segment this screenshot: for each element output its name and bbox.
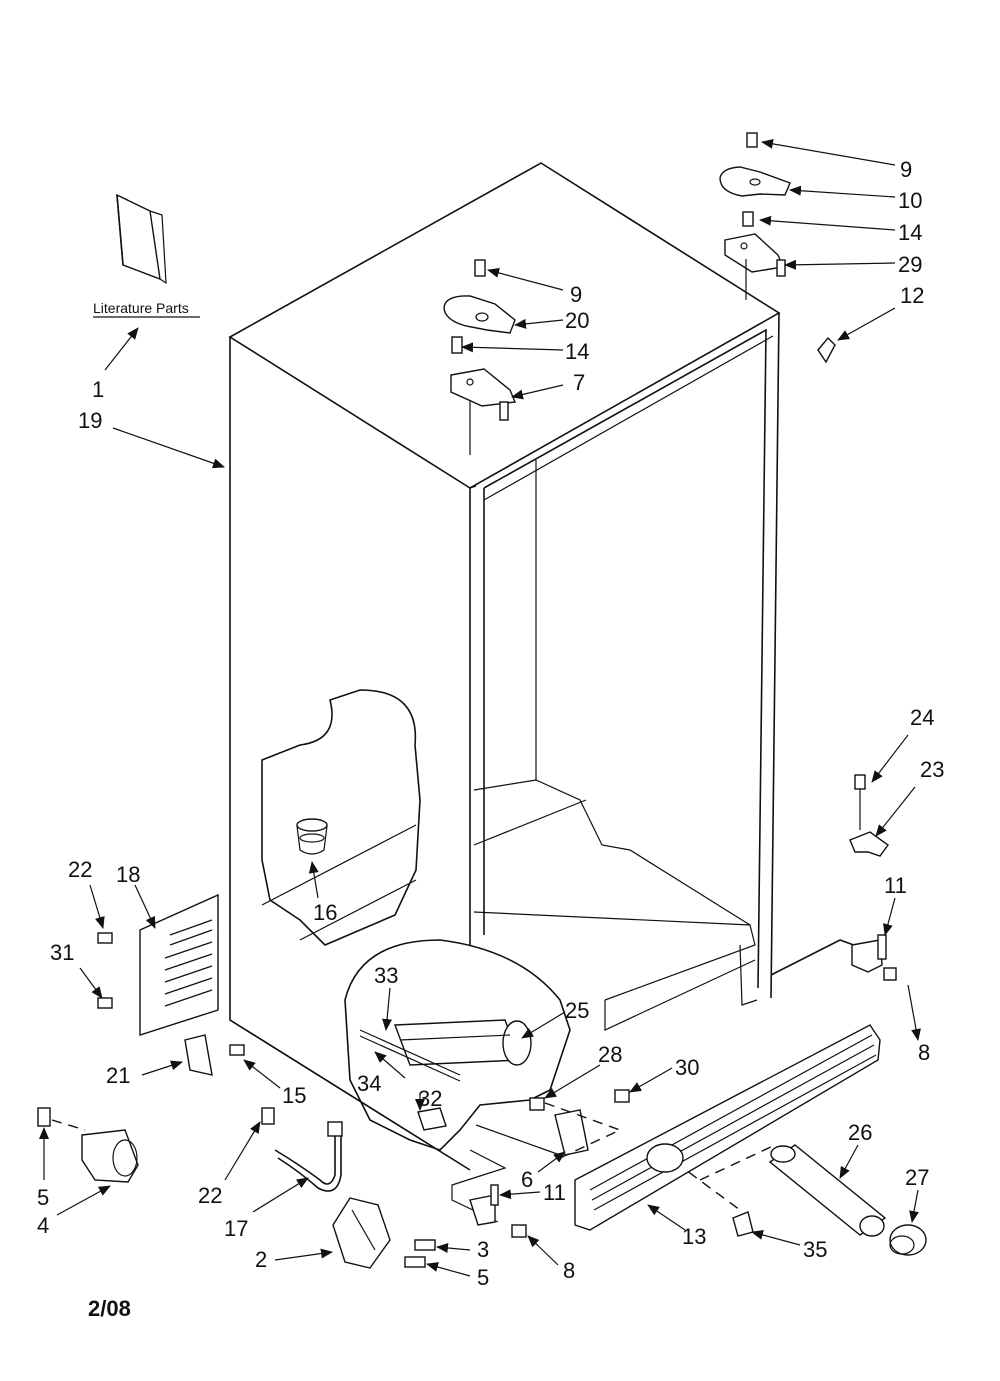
hinge-pin-icon: [469, 1194, 496, 1226]
callout-2: 2: [255, 1247, 267, 1272]
callout-4: 4: [37, 1213, 49, 1238]
callout-11: 11: [543, 1180, 566, 1205]
bracket-icon: [184, 1034, 213, 1076]
callout-7: 7: [573, 370, 585, 395]
screw-icon: [404, 1256, 426, 1268]
screw-icon: [854, 774, 866, 790]
callout-16: 16: [313, 900, 337, 925]
callout-31: 31: [50, 940, 74, 965]
callout-labels: 9 10 14 29 12 9 20 14 7 1 19 24 23 11 8 …: [37, 157, 944, 1290]
date-code: 2/08: [88, 1296, 131, 1321]
callout-21: 21: [106, 1063, 130, 1088]
screw-icon: [742, 211, 754, 227]
bottom-hinge: [332, 1197, 436, 1269]
caster-icon: [81, 1129, 139, 1183]
screw-icon: [37, 1107, 51, 1127]
callout-5: 5: [477, 1265, 489, 1290]
screw-icon: [261, 1107, 275, 1125]
callout-1: 1: [92, 377, 104, 402]
hinge-cover-icon: [443, 295, 516, 334]
top-hinge-left: [443, 259, 517, 455]
hinge-cover-icon: [719, 166, 791, 197]
callout-10: 10: [898, 188, 922, 213]
literature-parts-label: Literature Parts: [93, 300, 189, 316]
screw-icon: [529, 1097, 545, 1111]
callout-35: 35: [803, 1237, 827, 1262]
callout-22: 22: [198, 1183, 222, 1208]
callout-6: 6: [521, 1167, 533, 1192]
clip-icon: [732, 1211, 754, 1237]
callout-15: 15: [282, 1083, 306, 1108]
callout-32: 32: [418, 1086, 442, 1111]
bracket-24-23: [849, 774, 889, 857]
callout-23: 23: [920, 757, 944, 782]
vent-panel: [97, 893, 219, 1036]
callout-30: 30: [675, 1055, 699, 1080]
callout-25: 25: [565, 998, 589, 1023]
drain-cup-icon: [296, 818, 328, 832]
callout-14: 14: [565, 339, 589, 364]
caster-left: [37, 1107, 139, 1183]
screw-icon: [746, 132, 758, 148]
screw-icon: [97, 997, 113, 1009]
callout-11: 11: [884, 873, 907, 898]
hinge-plate-icon: [724, 233, 784, 273]
screw-icon: [614, 1089, 630, 1103]
callout-12: 12: [900, 283, 924, 308]
literature-parts: Literature Parts: [93, 193, 200, 318]
callout-20: 20: [565, 308, 589, 333]
hinge-icon: [332, 1197, 391, 1269]
callout-8: 8: [918, 1040, 930, 1065]
callout-34: 34: [357, 1071, 381, 1096]
block-icon: [417, 1107, 447, 1131]
filter-cap: [889, 1224, 927, 1256]
cutaway-left: [261, 689, 421, 946]
screw-icon: [474, 259, 486, 277]
toe-grille: [574, 1024, 881, 1231]
hinge-plate-icon: [450, 368, 517, 407]
callout-33: 33: [374, 963, 398, 988]
callout-9: 9: [570, 282, 582, 307]
callout-24: 24: [910, 705, 934, 730]
screw-icon: [451, 336, 463, 354]
cabinet: [228, 162, 863, 1223]
callout-17: 17: [224, 1216, 248, 1241]
water-filter: [768, 1144, 887, 1237]
water-line: [261, 1107, 343, 1192]
screw-icon: [414, 1239, 436, 1251]
callout-5: 5: [37, 1185, 49, 1210]
callout-3: 3: [477, 1237, 489, 1262]
callout-19: 19: [78, 408, 102, 433]
callout-29: 29: [898, 252, 922, 277]
callout-14: 14: [898, 220, 922, 245]
callout-13: 13: [682, 1224, 706, 1249]
callout-27: 27: [905, 1165, 929, 1190]
hinge-pin-right: [851, 934, 897, 981]
hinge-pin-icon: [851, 939, 883, 973]
screw-icon: [883, 967, 897, 981]
screw-icon: [511, 1224, 527, 1238]
callout-26: 26: [848, 1120, 872, 1145]
screw-icon: [229, 1044, 245, 1056]
leveling-bracket-icon: [849, 831, 889, 857]
leader-lines: [39, 138, 921, 1277]
callout-8: 8: [563, 1258, 575, 1283]
callout-9: 9: [900, 157, 912, 182]
cap-icon: [889, 1224, 927, 1256]
bracket-icon: [554, 1109, 589, 1156]
clip-icon: [817, 336, 836, 364]
callout-22: 22: [68, 857, 92, 882]
callout-18: 18: [116, 862, 140, 887]
tube-assembly-icon: [394, 1019, 521, 1066]
screw-icon: [97, 932, 113, 944]
callout-28: 28: [598, 1042, 622, 1067]
top-hinge-right: [719, 132, 791, 300]
bottom-center-parts: [469, 1089, 630, 1238]
